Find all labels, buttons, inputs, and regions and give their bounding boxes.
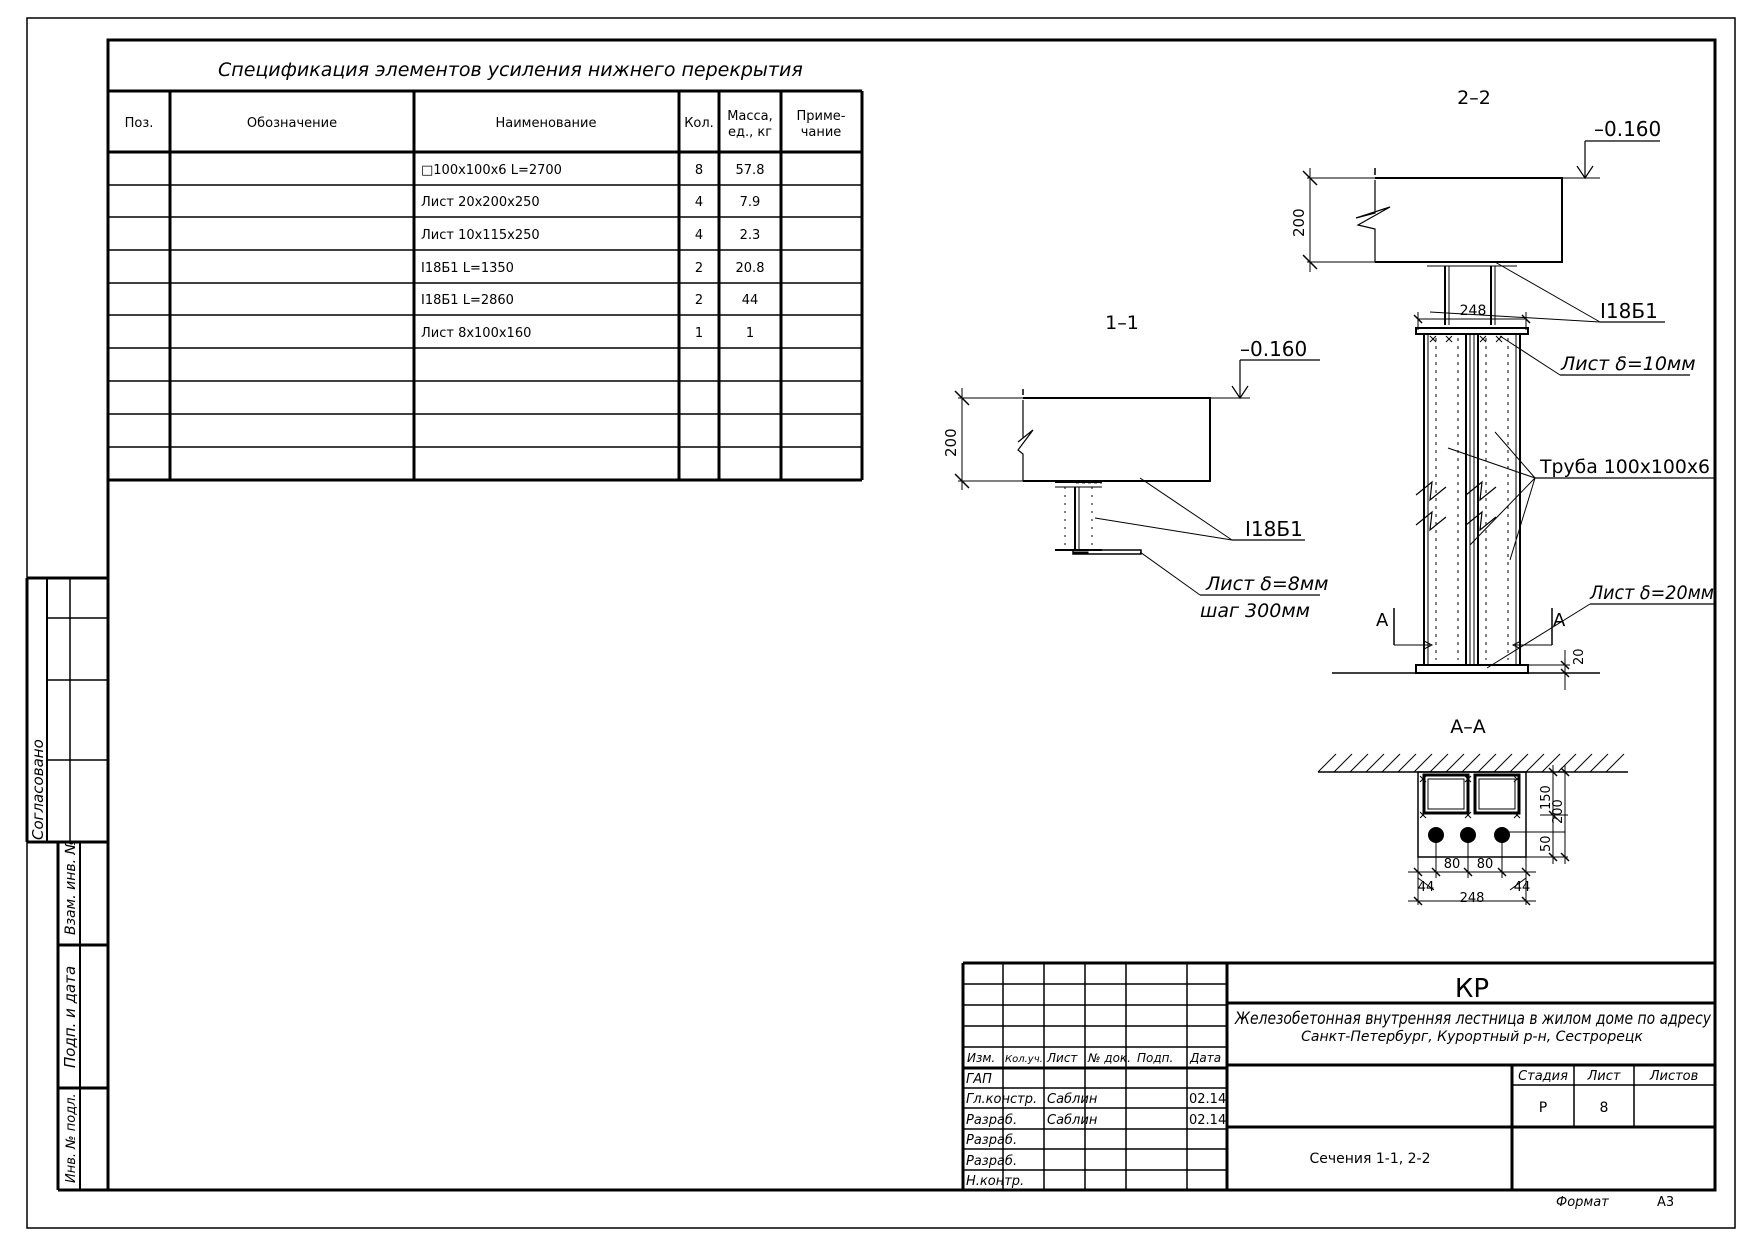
- stamp-sheet-label: Лист: [1587, 1069, 1621, 1084]
- section-1-1-level: –0.160: [1240, 337, 1307, 361]
- row-4-mass: 20.8: [736, 261, 765, 276]
- header-designation: Обозначение: [247, 116, 337, 131]
- stamp-col-data: Дата: [1189, 1051, 1221, 1065]
- side-podp-label: Подп. и дата: [61, 966, 79, 1068]
- section-1-1-dim-200: 200: [942, 428, 960, 457]
- section-2-2-dim-200: 200: [1290, 208, 1308, 237]
- section-2-2-mark-a-left: А: [1376, 610, 1389, 631]
- section-a-a-dim-80-left: 80: [1444, 857, 1461, 872]
- header-mass-1: Масса,: [727, 109, 773, 124]
- stamp-name-glkonstr: Саблин: [1047, 1092, 1098, 1107]
- title-block: [961, 961, 1715, 1190]
- header-pos: Поз.: [125, 116, 154, 131]
- section-a-a-title: А–А: [1450, 716, 1486, 738]
- stamp-format-label: Формат: [1556, 1195, 1609, 1210]
- stamp-role-razrab-3: Разраб.: [966, 1154, 1017, 1169]
- side-vzam-label: Взам. инв. №: [63, 840, 79, 935]
- side-stamp: [25, 576, 108, 1192]
- section-2-2-plate20-label: Лист δ=20мм: [1589, 582, 1714, 604]
- stamp-role-gap: ГАП: [966, 1072, 992, 1087]
- header-name: Наименование: [495, 116, 596, 131]
- row-5-qty: 2: [695, 293, 703, 308]
- section-1-1-title: 1–1: [1105, 312, 1139, 334]
- section-2-2: 2–2: [1290, 87, 1715, 690]
- section-a-a-dim-44-right: 44: [1514, 880, 1531, 895]
- section-2-2-level: –0.160: [1594, 117, 1661, 141]
- row-3-name: Лист 10x115x250: [421, 228, 540, 243]
- stamp-stage-label: Стадия: [1518, 1069, 1568, 1084]
- stamp-col-podp: Подп.: [1137, 1051, 1173, 1065]
- stamp-role-razrab-1: Разраб.: [966, 1113, 1017, 1128]
- section-2-2-mark-a-right: А: [1553, 610, 1566, 631]
- row-4-qty: 2: [695, 261, 703, 276]
- section-a-a-dim-50: 50: [1539, 835, 1554, 852]
- stamp-date-glkonstr: 02.14: [1189, 1092, 1226, 1107]
- row-2-qty: 4: [695, 195, 703, 210]
- header-note-1: Приме-: [797, 109, 846, 124]
- row-4-name: I18Б1 L=1350: [421, 261, 514, 276]
- inner-frame: [106, 38, 1717, 1192]
- header-qty: Кол.: [684, 116, 714, 131]
- side-inv-label: Инв. № подл.: [64, 1093, 79, 1183]
- stamp-name-razrab: Саблин: [1047, 1113, 1098, 1128]
- stamp-code: КР: [1455, 974, 1489, 1004]
- row-6-mass: 1: [746, 326, 754, 341]
- header-mass-2: ед., кг: [728, 125, 772, 140]
- stamp-role-glkonstr: Гл.констр.: [966, 1092, 1037, 1107]
- stamp-sheet-value: 8: [1600, 1100, 1609, 1116]
- section-2-2-beam-label: I18Б1: [1600, 299, 1658, 323]
- row-2-mass: 7.9: [740, 195, 761, 210]
- section-2-2-dim-248: 248: [1460, 303, 1487, 319]
- section-1-1: 1–1: [942, 312, 1329, 622]
- row-6-name: Лист 8x100x160: [421, 326, 531, 341]
- row-2-name: Лист 20x200x250: [421, 195, 540, 210]
- side-agreed-label: Согласовано: [29, 739, 47, 840]
- row-3-mass: 2.3: [740, 228, 761, 243]
- row-1-mass: 57.8: [736, 163, 765, 178]
- section-2-2-title: 2–2: [1457, 87, 1491, 109]
- row-1-qty: 8: [695, 163, 703, 178]
- section-a-a-dim-44-left: 44: [1418, 880, 1435, 895]
- stamp-role-nkontr: Н.контр.: [966, 1174, 1024, 1189]
- section-2-2-pipe-label: Труба 100x100x6: [1539, 456, 1710, 478]
- section-2-2-plate10-label: Лист δ=10мм: [1560, 353, 1696, 375]
- stamp-sheets-label: Листов: [1649, 1069, 1699, 1084]
- stamp-col-koluch: Кол.уч.: [1005, 1054, 1043, 1065]
- section-a-a: А–А: [1317, 716, 1628, 906]
- section-a-a-dim-248: 248: [1460, 891, 1485, 906]
- header-note-2: чание: [801, 125, 842, 140]
- stamp-drawing-title: Сечения 1-1, 2-2: [1309, 1151, 1430, 1167]
- stamp-col-list: Лист: [1046, 1051, 1078, 1065]
- section-1-1-step-label: шаг 300мм: [1200, 600, 1310, 622]
- specification-table: Спецификация элементов усиления нижнего …: [108, 59, 864, 482]
- section-a-a-dim-150: 150: [1539, 785, 1554, 810]
- stamp-project-line-1: Железобетонная внутренняя лестница в жил…: [1234, 1009, 1712, 1029]
- section-2-2-dim-20: 20: [1572, 648, 1587, 665]
- stamp-date-razrab: 02.14: [1189, 1113, 1226, 1128]
- section-1-1-plate-label: Лист δ=8мм: [1205, 573, 1329, 595]
- stamp-col-doc: № док.: [1087, 1051, 1131, 1065]
- row-6-qty: 1: [695, 326, 703, 341]
- stamp-col-izm: Изм.: [967, 1051, 995, 1065]
- spec-title: Спецификация элементов усиления нижнего …: [218, 59, 803, 81]
- section-1-1-beam-label: I18Б1: [1245, 517, 1303, 541]
- row-3-qty: 4: [695, 228, 703, 243]
- stamp-project-line-2: Санкт-Петербург, Курортный р-н, Сестроре…: [1301, 1029, 1643, 1045]
- stamp-role-razrab-2: Разраб.: [966, 1133, 1017, 1148]
- stamp-format-value: А3: [1657, 1195, 1674, 1210]
- section-a-a-dim-80-right: 80: [1477, 857, 1494, 872]
- row-1-name: □100x100x6 L=2700: [421, 163, 562, 178]
- row-5-mass: 44: [742, 293, 759, 308]
- row-5-name: I18Б1 L=2860: [421, 293, 514, 308]
- stamp-stage-value: Р: [1539, 1100, 1547, 1116]
- section-a-a-dim-200: 200: [1551, 799, 1566, 824]
